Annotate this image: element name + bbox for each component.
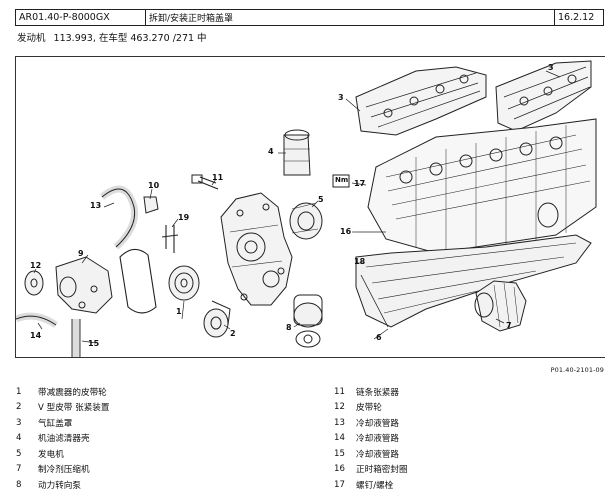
callout-16: 16: [340, 227, 352, 236]
torque-nm-label: Nm: [335, 176, 349, 184]
callout-4: 4: [268, 147, 274, 156]
figure-reference: P01.40-2101-09: [550, 366, 604, 374]
document-date: 16.2.12: [558, 12, 595, 23]
callout-7: 7: [506, 321, 512, 330]
callout-13: 13: [90, 201, 102, 210]
callout-12: 12: [30, 261, 42, 270]
engine-label: 发动机: [17, 33, 46, 44]
damper-pulley-drawing: [168, 265, 231, 338]
ac-compressor-drawing: [474, 280, 527, 332]
engine-exploded-drawing: [16, 60, 597, 357]
document-title: 拆卸/安装正时箱盖罩: [146, 10, 555, 25]
timing-cover-drawing: [191, 174, 293, 306]
document-header: AR01.40-P-8000GX 拆卸/安装正时箱盖罩 16.2.12: [15, 9, 604, 26]
callout-3a: 3: [338, 93, 344, 102]
callout-5: 5: [318, 195, 324, 204]
document-code: AR01.40-P-8000GX: [16, 10, 146, 25]
engine-line: 发动机 113.993, 在车型 463.270 /271 中: [17, 30, 212, 44]
callout-18: 18: [354, 257, 366, 266]
callout-8: 8: [286, 323, 292, 332]
callout-11: 11: [212, 173, 224, 182]
callout-19: 19: [178, 213, 190, 222]
engine-block-drawing: [332, 60, 597, 328]
callout-15: 15: [88, 339, 100, 348]
callout-1: 1: [176, 307, 182, 316]
callout-9: 9: [78, 249, 84, 258]
oil-filter-drawing: [283, 129, 311, 176]
callout-6: 6: [376, 333, 382, 342]
callout-10: 10: [148, 181, 160, 190]
callout-14: 14: [30, 331, 42, 340]
callout-17: 17: [354, 179, 366, 188]
water-pump-drawing: [16, 185, 179, 357]
power-steering-pump-drawing: [293, 294, 323, 348]
callout-2: 2: [230, 329, 236, 338]
callout-labels: 1 2 3 3 4 5 6 7 8 9 10 11 12 13 14 15 16…: [16, 57, 605, 357]
generator-drawing: [289, 202, 323, 240]
callout-3b: 3: [548, 63, 554, 72]
exploded-view-illustration: 1 2 3 3 4 5 6 7 8 9 10 11 12 13 14 15 16…: [15, 56, 605, 358]
engine-designation: 113.993, 在车型 463.270 /271 中: [53, 33, 207, 44]
leader-lines: [33, 70, 561, 344]
